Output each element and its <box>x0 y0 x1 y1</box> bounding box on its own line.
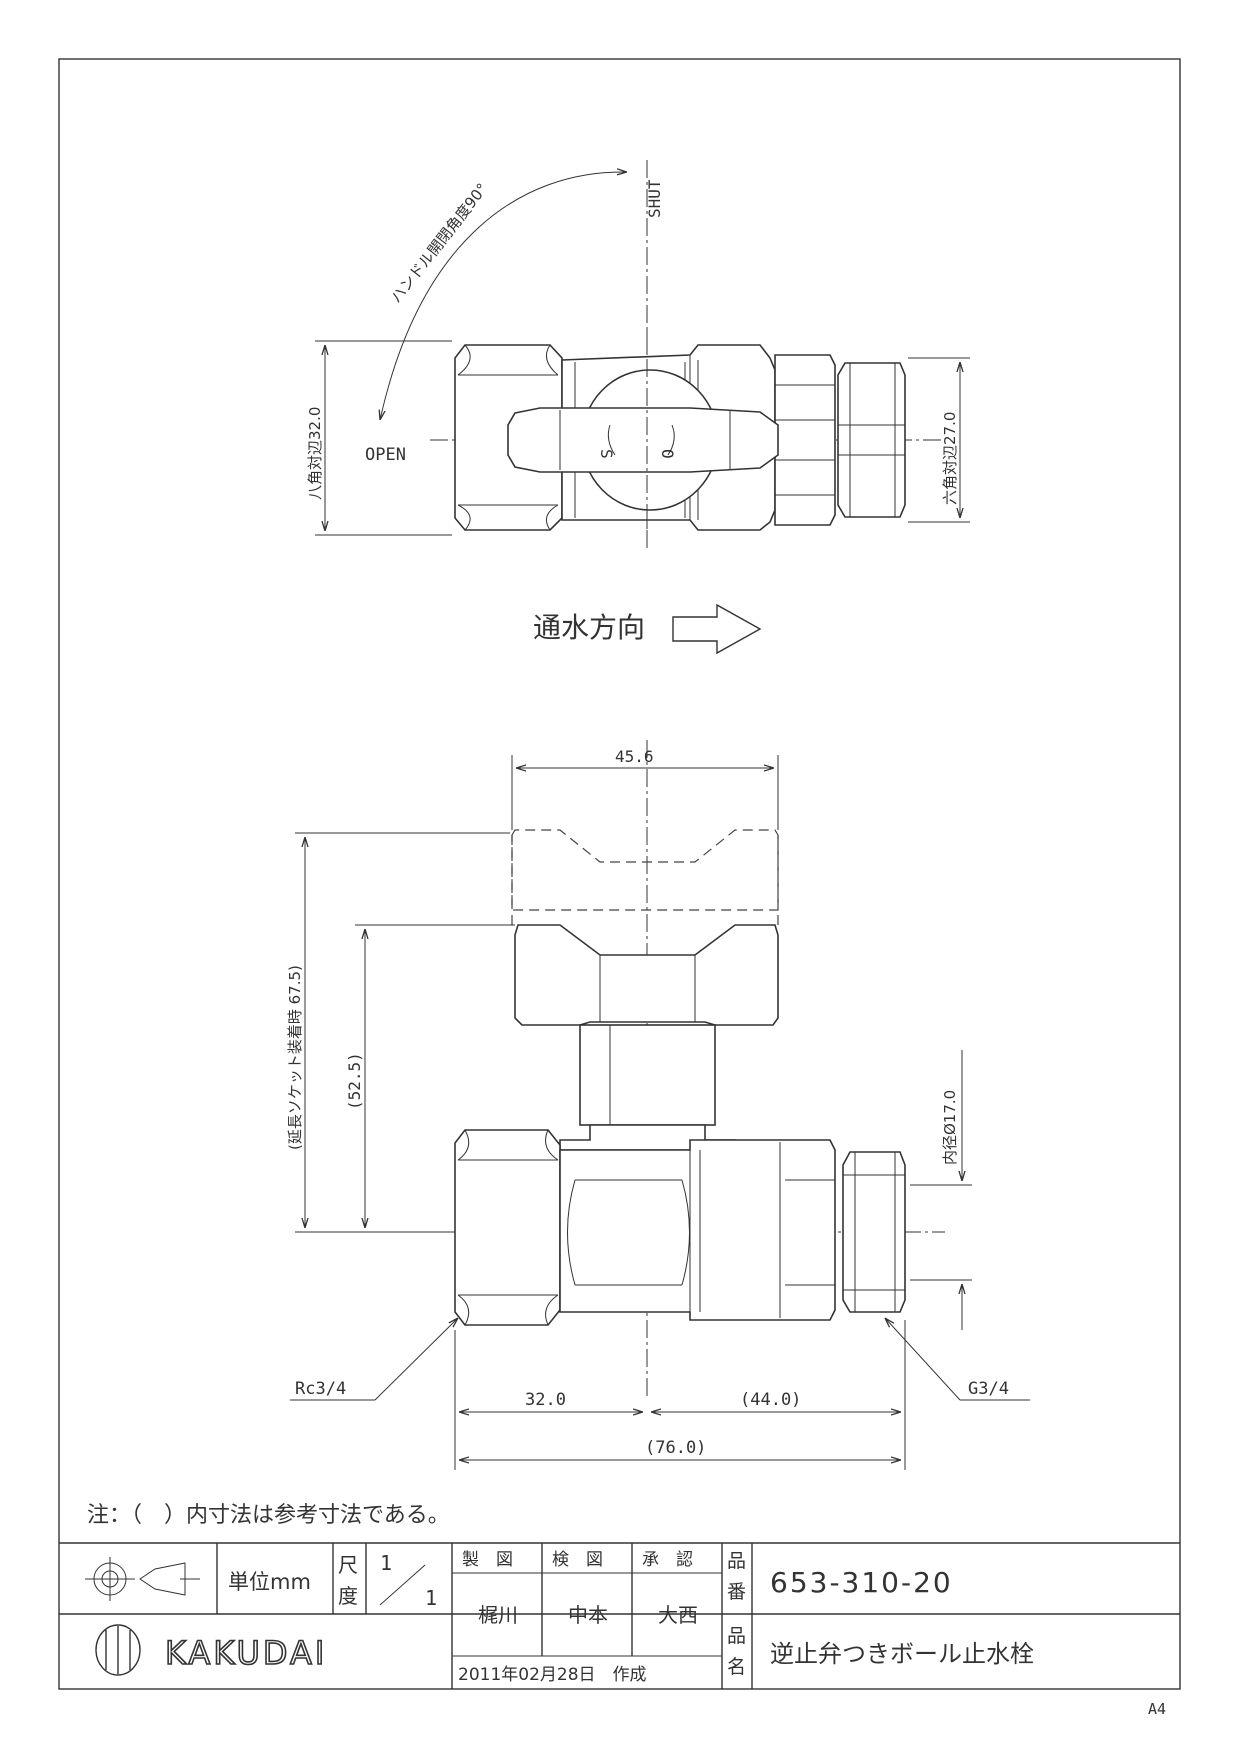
scale-label-2: 度 <box>338 1584 358 1608</box>
part-no-label-2: 番 <box>727 1581 746 1603</box>
scale-numerator: 1 <box>380 1551 392 1575</box>
drawn-by: 梶川 <box>478 1603 518 1627</box>
scale-denominator: 1 <box>425 1586 437 1610</box>
part-name-label-2: 名 <box>727 1656 746 1678</box>
s-mark: S <box>597 449 616 459</box>
handle-angle-label: ハンドル開閉角度90° <box>387 180 491 307</box>
side-view: 45.6 (延長ソケット装着時 67.5) (52.5) 内径Ø17.0 Rc3… <box>286 740 1030 1470</box>
inlet-thread-label: Rc3/4 <box>295 1379 346 1399</box>
scale-label-1: 尺 <box>338 1553 358 1577</box>
inner-diameter-label: 内径Ø17.0 <box>941 1090 959 1165</box>
outlet-thread-label: G3/4 <box>968 1379 1009 1399</box>
drawn-label: 製 図 <box>462 1550 513 1570</box>
title-block: 単位mm 尺 度 1 1 製 図 検 図 承 認 梶川 中本 大西 品 番 65… <box>59 1542 1180 1689</box>
kakudai-logo-icon <box>95 1624 141 1676</box>
part-no: 653-310-20 <box>770 1566 953 1599</box>
width-label: 45.6 <box>615 747 654 766</box>
o-mark: O <box>658 449 677 459</box>
approved-label: 承 認 <box>642 1550 693 1570</box>
part-no-label-1: 品 <box>727 1550 746 1572</box>
open-label: OPEN <box>365 445 406 465</box>
hex-width-label: 六角対辺27.0 <box>941 412 959 505</box>
inlet-length-label: 32.0 <box>525 1390 566 1410</box>
approved-by: 大西 <box>658 1603 698 1627</box>
top-view: S O ハンドル開閉角度90° SHUT OPEN 八角対辺32.0 六角対辺2… <box>306 160 970 548</box>
part-name: 逆止弁つきボール止水栓 <box>770 1640 1034 1668</box>
sheet-border <box>58 58 1181 1690</box>
unit-label: 単位mm <box>228 1570 311 1594</box>
extended-height-label: (延長ソケット装着時 67.5) <box>286 965 304 1150</box>
flow-arrow-icon <box>672 603 762 655</box>
total-length-label: (76.0) <box>645 1438 706 1458</box>
octagon-width-label: 八角対辺32.0 <box>306 407 324 500</box>
brand-name: KAKUDAI <box>165 1634 327 1672</box>
flow-direction: 通水方向 <box>533 603 762 655</box>
projection-symbol-icon <box>85 1557 200 1601</box>
checked-label: 検 図 <box>552 1550 603 1570</box>
checked-by: 中本 <box>568 1603 608 1627</box>
outlet-length-label: (44.0) <box>740 1390 801 1410</box>
shut-label: SHUT <box>645 179 664 218</box>
height-label: (52.5) <box>345 1052 364 1110</box>
flow-direction-label: 通水方向 <box>533 611 645 644</box>
sheet-size: A4 <box>1148 1700 1166 1718</box>
note-text: 注：（ ）内寸法は参考寸法である。 <box>87 1503 450 1528</box>
part-name-label-1: 品 <box>727 1625 746 1647</box>
date-text: 2011年02月28日 作成 <box>458 1665 647 1685</box>
